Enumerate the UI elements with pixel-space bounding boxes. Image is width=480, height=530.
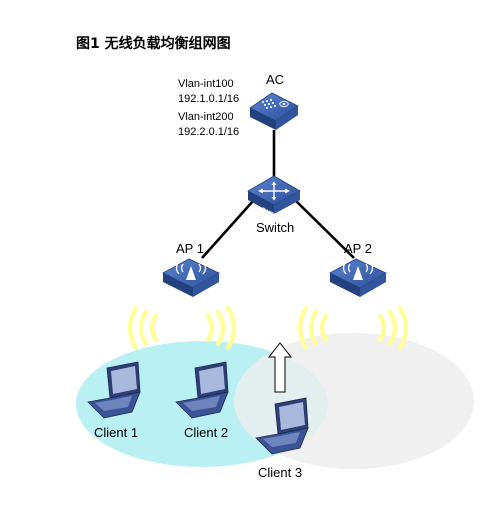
figure-title: 图1 无线负载均衡组网图 [76,36,231,52]
ac-vlan2-name: Vlan-int200 [178,111,234,123]
client1-laptop-icon [87,361,141,419]
ac-vlan1-ip: 192.1.0.1/16 [178,93,240,105]
ap1-label: AP 1 [176,241,204,256]
switch-device-icon: SWITCH [247,175,301,221]
ac-vlan2-ip: 192.2.0.1/16 [178,126,240,138]
ac-label: AC [266,72,285,87]
ap1-signal-waves [127,305,237,351]
ap2-device-icon [329,258,387,297]
ac-vlan1-name: Vlan-int100 [178,78,234,90]
link-switch-ap2 [295,200,355,259]
roaming-arrow [267,342,293,393]
ap1-device-icon [162,258,220,297]
client2-label: Client 2 [184,425,229,440]
link-switch-ap1 [201,200,254,259]
client3-label: Client 3 [258,465,303,480]
switch-label: Switch [256,220,295,235]
ap2-label: AP 2 [344,241,372,256]
client3-laptop-icon [255,397,309,455]
client1-label: Client 1 [94,425,139,440]
ac-device-icon [249,92,299,130]
client2-laptop-icon [175,361,229,419]
ap2-signal-waves [297,305,409,351]
